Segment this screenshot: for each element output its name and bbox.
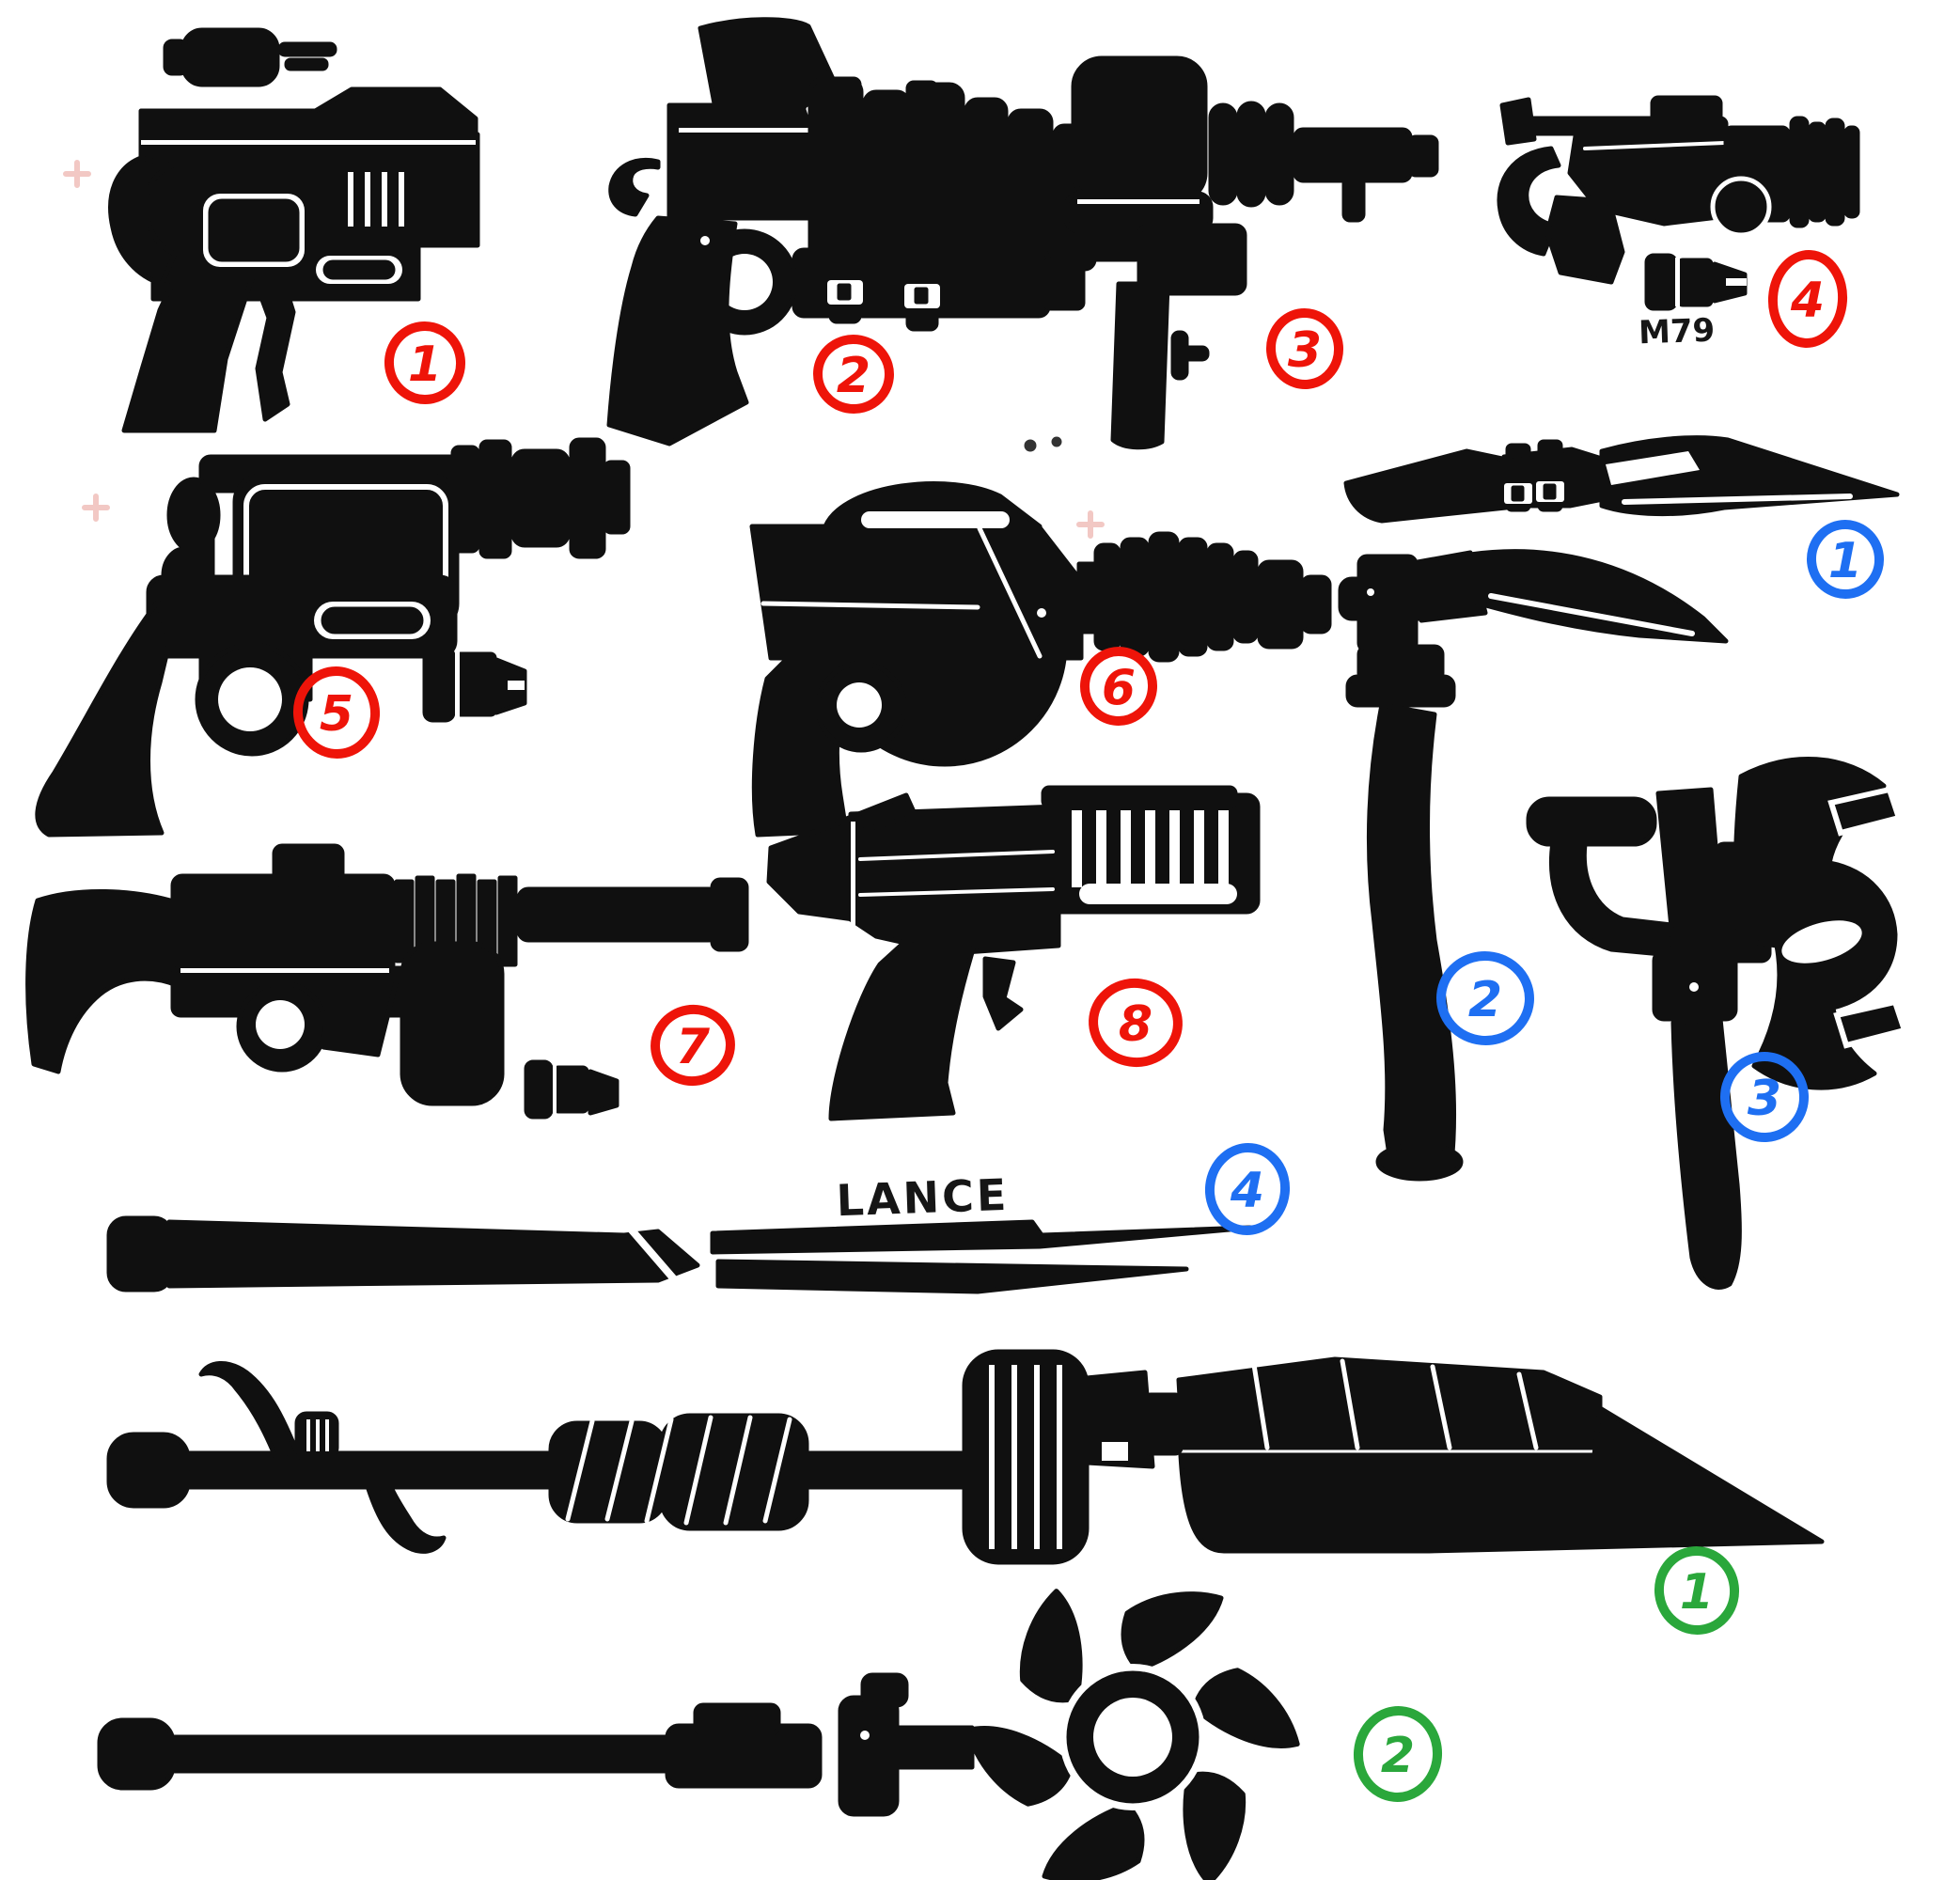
annotation-blue-3: 3: [1719, 1052, 1810, 1142]
figure-heavy-glaive-polearm: [106, 1349, 1825, 1565]
svg-text:3: 3: [1288, 322, 1322, 379]
figure-lance: LANCE: [106, 1169, 1253, 1294]
figure-vented-magazine-pistol: [766, 785, 1261, 1121]
figure-finned-lens-stack-pistol: [606, 17, 1097, 446]
figure-hammer-pick-blade: [1338, 549, 1729, 1182]
svg-text:4: 4: [1790, 273, 1825, 329]
annotation-red-2: 2: [813, 334, 894, 415]
svg-text:2: 2: [1381, 1728, 1415, 1784]
spinner-blade: [965, 1589, 1300, 1880]
svg-text:1: 1: [1828, 533, 1862, 589]
svg-text:1: 1: [408, 337, 442, 393]
figure-slab-panel-revolver: [35, 437, 631, 838]
annotation-red-8: 8: [1089, 978, 1183, 1068]
m79-label: M79: [1638, 312, 1716, 352]
annotation-red-7: 7: [651, 1004, 735, 1087]
svg-text:4: 4: [1230, 1163, 1264, 1219]
annotation-blue-4: 4: [1204, 1143, 1291, 1235]
svg-text:3: 3: [1748, 1071, 1781, 1127]
svg-text:2: 2: [1468, 972, 1502, 1028]
figure-hook-guard-revolver: M79: [1497, 95, 1860, 352]
annotation-blue-1: 1: [1806, 520, 1885, 599]
annotation-red-3: 3: [1265, 308, 1344, 389]
annotation-green-1: 1: [1654, 1546, 1740, 1635]
annotation-red-6: 6: [1079, 647, 1158, 726]
annotation-green-2: 2: [1353, 1706, 1443, 1802]
lance-label: LANCE: [836, 1169, 1010, 1226]
ink-specks: [1024, 436, 1062, 452]
figure-scoped-heavy-pistol: [108, 27, 480, 433]
svg-text:1: 1: [1680, 1564, 1714, 1621]
figure-drum-magazine-pistol: [749, 481, 1332, 838]
grenade-shell: [524, 1059, 619, 1120]
annotation-red-5: 5: [292, 666, 381, 759]
annotation-red-1: 1: [384, 321, 466, 404]
svg-text:5: 5: [320, 686, 353, 743]
figure-boxy-vertical-grip-gun: [1063, 55, 1439, 450]
svg-text:7: 7: [676, 1019, 711, 1075]
figure-spinner-blade-staff: [97, 1589, 1300, 1880]
m79-grenade-shell: [1644, 253, 1748, 311]
svg-text:6: 6: [1102, 660, 1136, 716]
annotation-red-4: 4: [1767, 250, 1848, 348]
figure-caged-war-axe: [1526, 756, 1908, 1290]
svg-text:8: 8: [1119, 996, 1152, 1053]
cartridge: [422, 646, 527, 723]
annotation-blue-2: 2: [1436, 950, 1534, 1046]
figure-strapped-dagger: [1343, 435, 1900, 524]
svg-text:2: 2: [837, 348, 870, 404]
figure-stocked-grenade-launcher: [25, 843, 749, 1120]
